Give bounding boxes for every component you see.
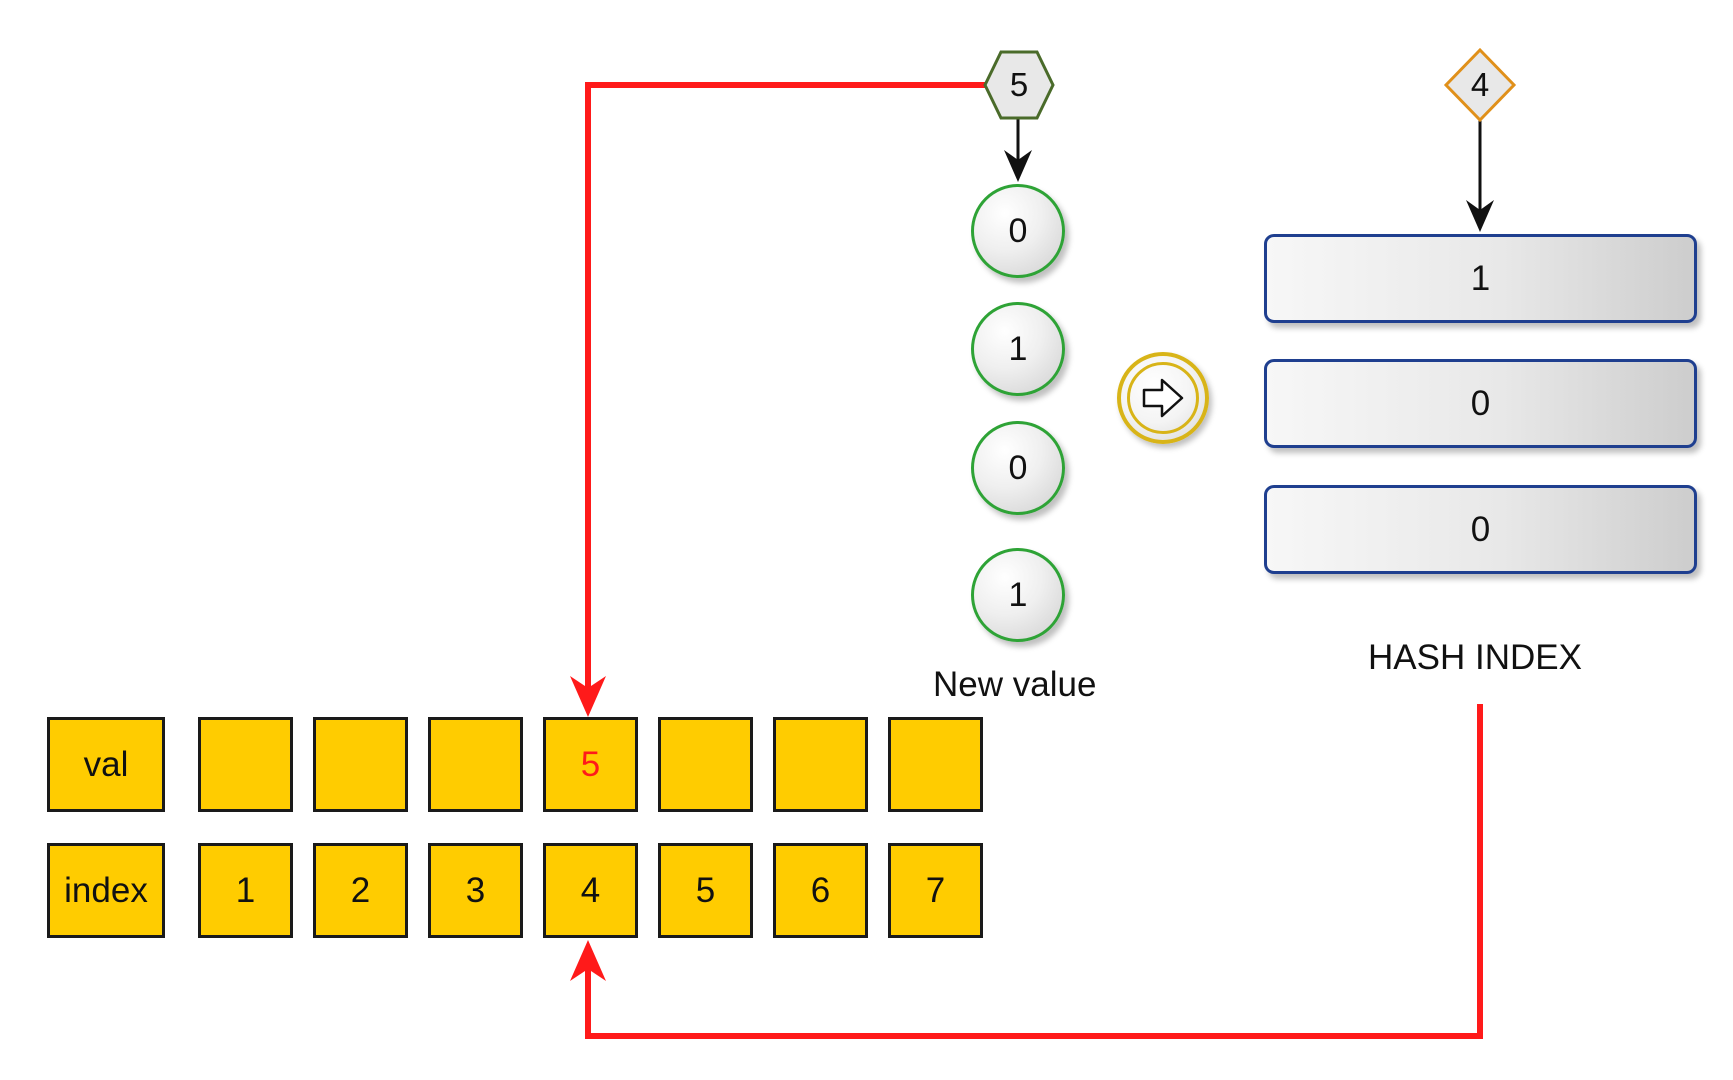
new-value-bit: 0 bbox=[971, 421, 1065, 515]
new-value-bit: 1 bbox=[971, 302, 1065, 396]
diamond-value: 4 bbox=[1470, 66, 1490, 103]
val-cell bbox=[658, 717, 753, 812]
index-cell: 5 bbox=[658, 843, 753, 938]
new-value-bit: 1 bbox=[971, 548, 1065, 642]
index-cell: 7 bbox=[888, 843, 983, 938]
val-cell bbox=[198, 717, 293, 812]
convert-button[interactable] bbox=[1117, 352, 1209, 444]
val-cell bbox=[773, 717, 868, 812]
hexagon-to-bits-arrowhead bbox=[1004, 150, 1032, 182]
index-cell: 1 bbox=[198, 843, 293, 938]
val-cell bbox=[888, 717, 983, 812]
hash-to-index-connector bbox=[585, 704, 1483, 1039]
hash-bit: 0 bbox=[1264, 359, 1697, 448]
value-to-cell-connector bbox=[585, 82, 986, 690]
new-value-hexagon bbox=[983, 50, 1055, 120]
hash-bit: 0 bbox=[1264, 485, 1697, 574]
val-row-label: val bbox=[47, 717, 165, 812]
index-cell: 2 bbox=[313, 843, 408, 938]
index-cell: 3 bbox=[428, 843, 523, 938]
index-row-label: index bbox=[47, 843, 165, 938]
convert-button-ring bbox=[1127, 362, 1199, 434]
new-value-caption: New value bbox=[933, 665, 1097, 704]
new-value-bit: 0 bbox=[971, 184, 1065, 278]
right-arrow-icon bbox=[1142, 378, 1184, 418]
hash-to-index-arrowhead bbox=[570, 940, 606, 981]
hexagon-value: 5 bbox=[1009, 66, 1029, 103]
hash-bit: 1 bbox=[1264, 234, 1697, 323]
index-cell: 4 bbox=[543, 843, 638, 938]
val-cell bbox=[313, 717, 408, 812]
val-cell-highlighted: 5 bbox=[543, 717, 638, 812]
index-cell: 6 bbox=[773, 843, 868, 938]
hash-index-diamond bbox=[1443, 47, 1517, 123]
value-to-cell-arrowhead bbox=[570, 676, 606, 717]
val-cell bbox=[428, 717, 523, 812]
diamond-to-hash-arrowhead bbox=[1466, 200, 1494, 232]
hash-index-caption: HASH INDEX bbox=[1368, 638, 1582, 677]
